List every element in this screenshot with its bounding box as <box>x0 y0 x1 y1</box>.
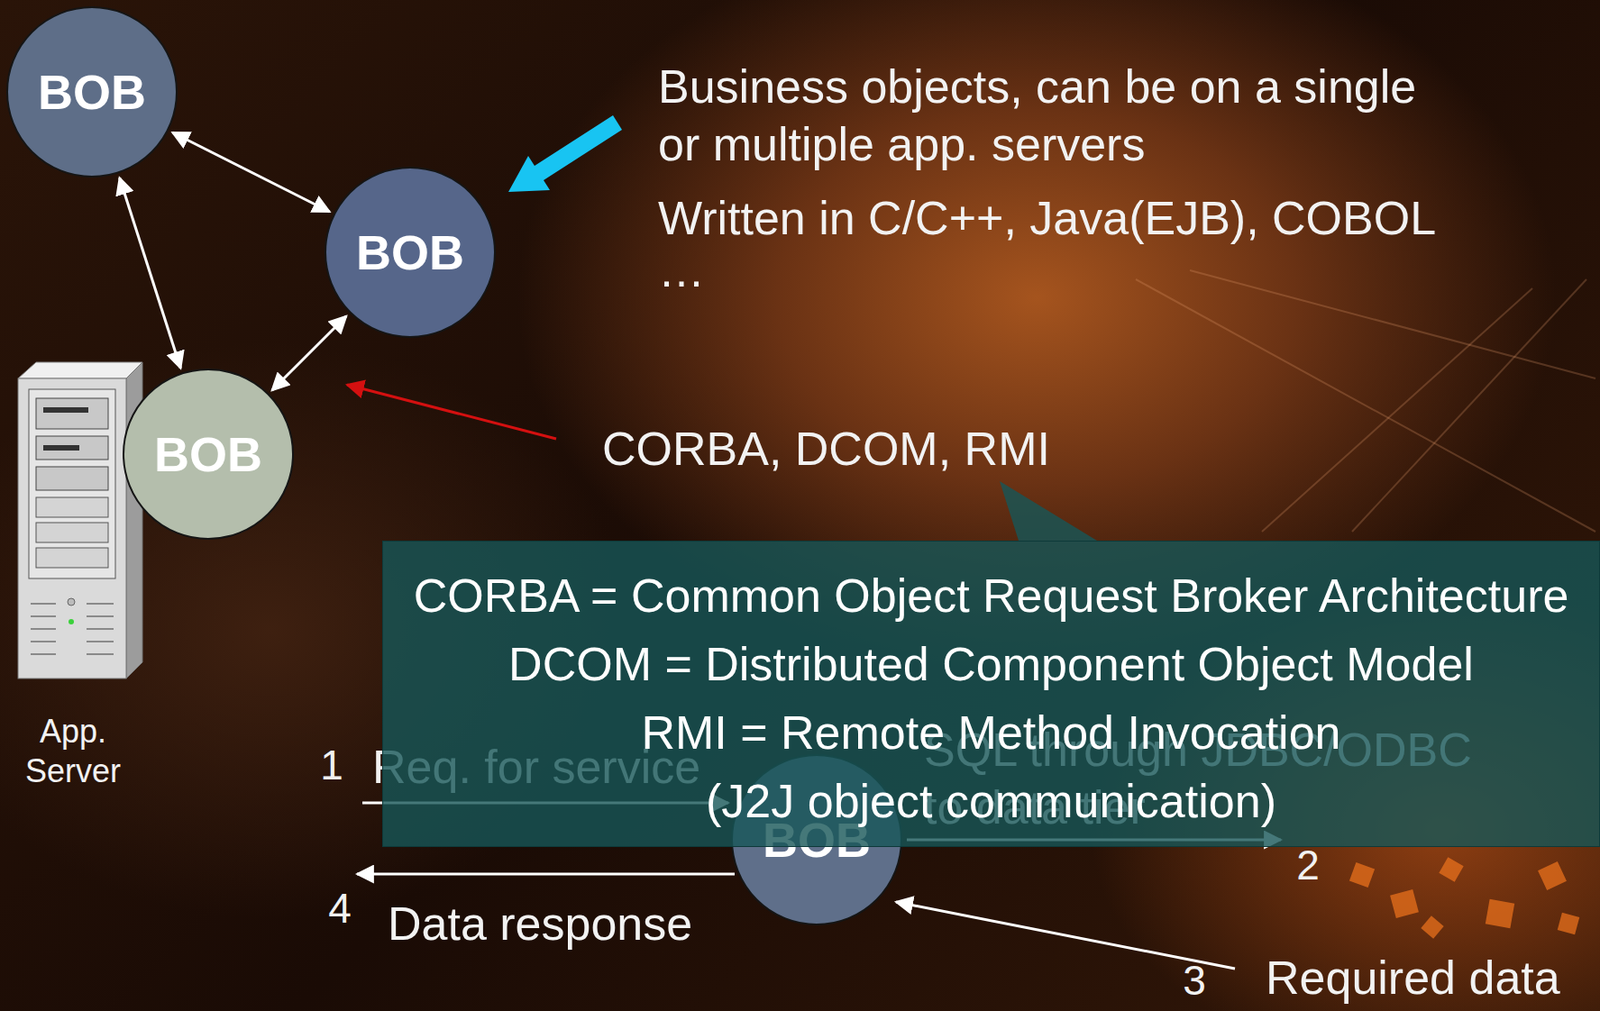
callout-pointer <box>999 481 1098 541</box>
bob-circle: BOB <box>324 166 496 339</box>
node-label: BOB <box>154 427 263 482</box>
server-label: App. Server <box>18 712 128 792</box>
flow-label: Data response <box>387 895 749 953</box>
ellipsis-text: … <box>658 241 749 300</box>
light-streaks <box>1135 270 1596 532</box>
connector-arrow <box>272 316 348 392</box>
description-text: Business objects, can be on a single or … <box>658 57 1443 174</box>
callout-number: 4 <box>326 883 354 934</box>
callout-number: 3 <box>1180 957 1208 1005</box>
node-label: BOB <box>356 225 465 280</box>
node-label: BOB <box>37 64 147 119</box>
definition-text: DCOM = Distributed Component Object Mode… <box>393 630 1589 699</box>
bob-circle: BOB <box>6 6 178 178</box>
connector-arrow <box>119 177 182 369</box>
red-pointer-arrow <box>347 384 557 439</box>
callout-number: 2 <box>1294 840 1322 891</box>
connector-arrow <box>172 132 330 212</box>
cyan-pointer-arrow <box>508 115 622 192</box>
definition-callout: CORBA = Common Object Request Broker Arc… <box>382 540 1600 848</box>
orange-tiles <box>1349 857 1580 939</box>
app-server-illustration <box>18 362 143 679</box>
response-arrow <box>356 873 735 877</box>
callout-number: 1 <box>318 738 346 793</box>
description-text: Written in C/C++, Java(EJB), COBOL <box>658 189 1560 247</box>
protocol-label: CORBA, DCOM, RMI <box>602 420 1089 478</box>
flow-label: Required data <box>1265 952 1596 1004</box>
definition-text: RMI = Remote Method Invocation <box>393 698 1589 768</box>
definition-text: (J2J object communication) <box>393 767 1589 836</box>
definition-text: CORBA = Common Object Request Broker Arc… <box>393 561 1589 631</box>
bob-circle: BOB <box>122 368 294 540</box>
